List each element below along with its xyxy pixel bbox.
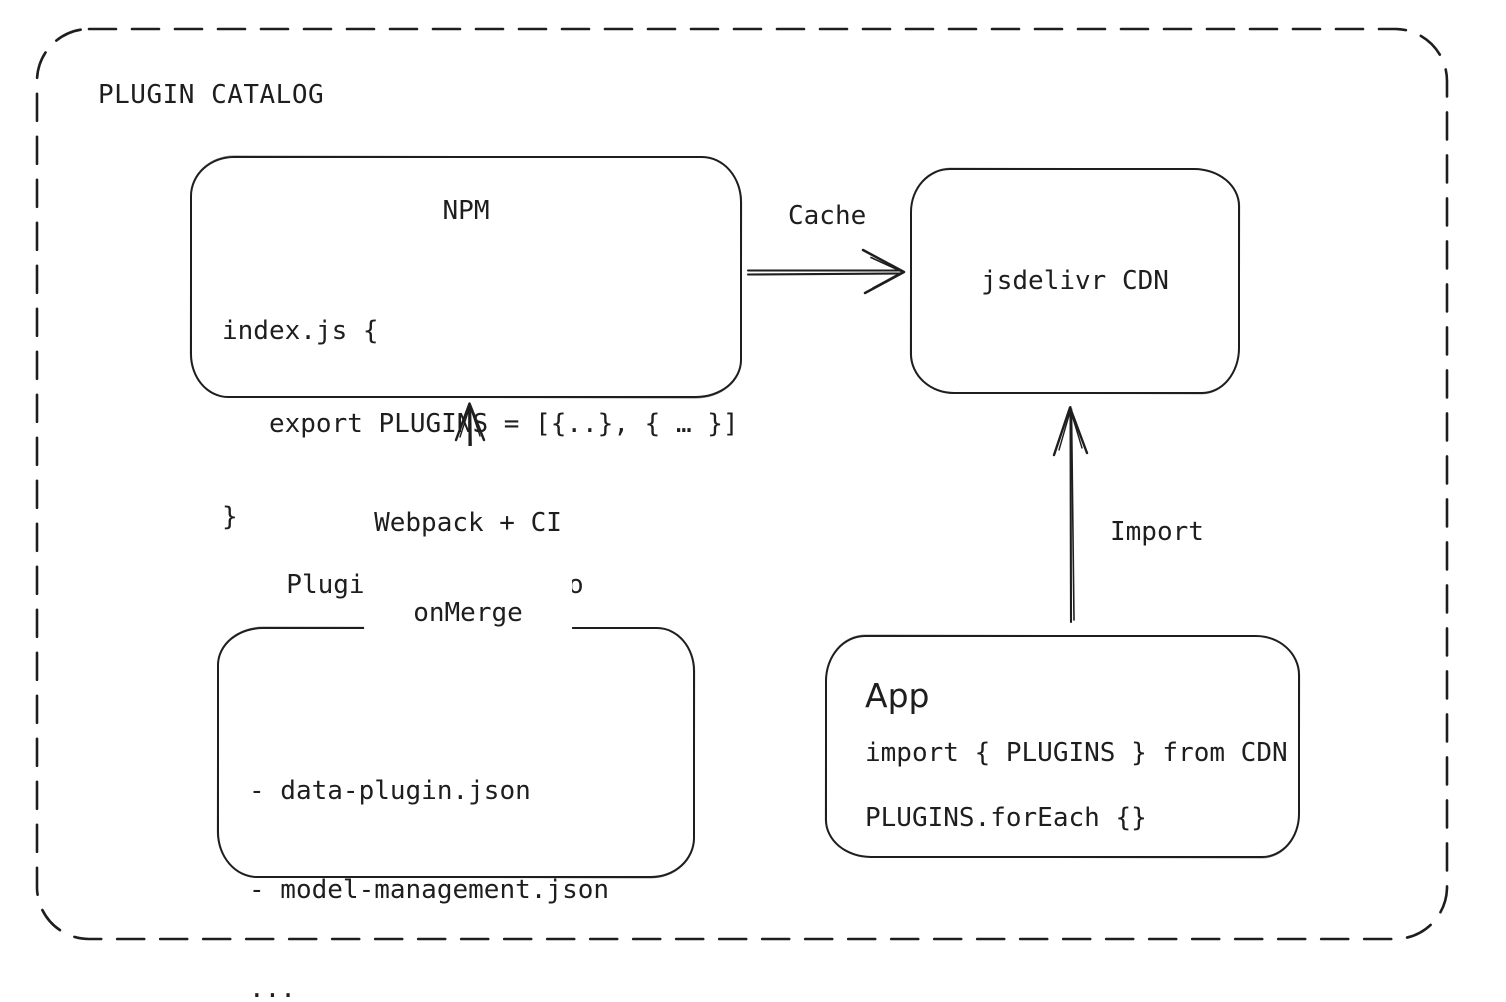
npm-code-line: } [222,502,238,532]
repo-file-item: - model-management.json [249,875,610,905]
import-arrow-label: Import [1110,517,1204,547]
catalog-frame-border [35,27,1449,941]
npm-title: NPM [442,196,490,226]
npm-code-block: index.js { export PLUGINS = [{..}, { … }… [222,254,739,595]
repo-file-item: ... [249,974,296,1002]
node-app: App import { PLUGINS } from CDN PLUGINS.… [825,635,1300,858]
app-code-line: import { PLUGINS } from CDN [865,738,1288,768]
repo-file-item: - data-plugin.json [249,776,531,806]
cache-arrow [746,248,906,295]
build-arrow-label-line1: Webpack + CI [374,508,562,538]
app-title: App [865,676,930,715]
npm-code-line: index.js { [222,316,379,346]
cdn-label: jsdelivr CDN [981,265,1169,296]
import-arrow-shaft [1069,405,1073,624]
cache-arrowhead-2 [870,256,904,289]
import-arrowhead [1052,406,1089,457]
node-cdn: jsdelivr CDN [910,168,1240,394]
import-arrow [1052,405,1089,624]
cache-arrow-shaft-2 [746,272,903,276]
npm-code-line: export PLUGINS = [{..}, { … }] [222,409,739,439]
import-arrowhead-2 [1058,409,1083,451]
build-arrowhead-2 [459,405,481,438]
cache-arrow-label: Cache [788,201,867,231]
build-arrow-label-line2: onMerge [413,598,523,628]
frame-title: PLUGIN CATALOG [98,80,325,110]
app-code-line: PLUGINS.forEach {} [865,803,1147,833]
build-arrowhead [454,402,486,442]
repo-file-list: - data-plugin.json - model-management.js… [249,709,609,1002]
import-arrow-shaft-2 [1070,408,1075,621]
build-arrow-label: Webpack + CI onMerge [364,446,572,690]
node-npm: NPM index.js { export PLUGINS = [{..}, {… [190,156,742,532]
